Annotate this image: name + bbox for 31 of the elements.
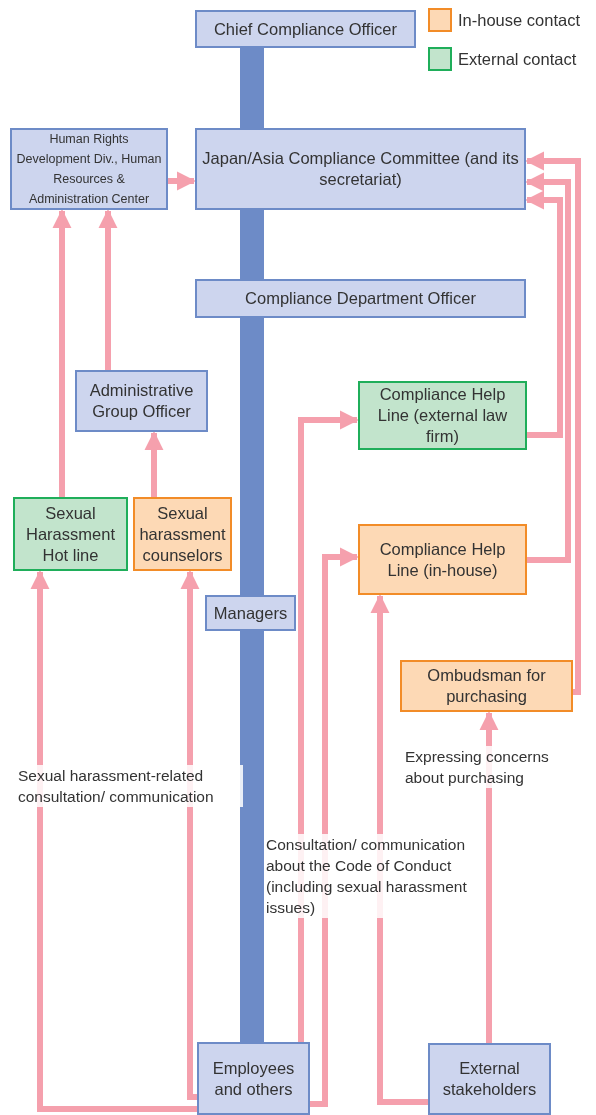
- arrow: [479, 711, 499, 1043]
- process-box: Compliance Help Line (in-house): [358, 524, 527, 595]
- arrow: [52, 209, 72, 497]
- arrow: [525, 151, 581, 695]
- process-box: Compliance Help Line (external law firm): [358, 381, 527, 450]
- process-box: Human Rights Development Div., Human Resources & Administration Center: [10, 128, 168, 210]
- hierarchy-bar: [240, 318, 264, 595]
- process-box: Japan/Asia Compliance Committee (and its secretariat): [195, 128, 526, 210]
- hierarchy-bar: [240, 210, 264, 279]
- process-box: Chief Compliance Officer: [195, 10, 416, 48]
- process-box: Administrative Group Officer: [75, 370, 208, 432]
- process-box: External stakeholders: [428, 1043, 551, 1115]
- legend-label: In-house contact: [458, 10, 580, 31]
- process-box: Employees and others: [197, 1042, 310, 1115]
- hierarchy-bar: [240, 48, 264, 128]
- process-box: Sexual harassment counselors: [133, 497, 232, 571]
- process-box: Sexual Harassment Hot line: [13, 497, 128, 571]
- edge-label: Sexual harassment-related consultation/ communication: [18, 765, 243, 807]
- process-box: Compliance Department Officer: [195, 279, 526, 318]
- arrow: [525, 172, 571, 563]
- arrow: [168, 171, 196, 191]
- legend-label: External contact: [458, 48, 577, 70]
- arrow: [298, 410, 359, 1042]
- arrow: [98, 209, 118, 370]
- process-box: Managers: [205, 595, 296, 631]
- process-box: Ombudsman for purchasing: [400, 660, 573, 712]
- arrow: [30, 570, 197, 1112]
- hierarchy-bar: [240, 631, 264, 1042]
- arrow: [525, 190, 563, 438]
- arrow: [180, 570, 200, 1100]
- arrow: [144, 431, 164, 497]
